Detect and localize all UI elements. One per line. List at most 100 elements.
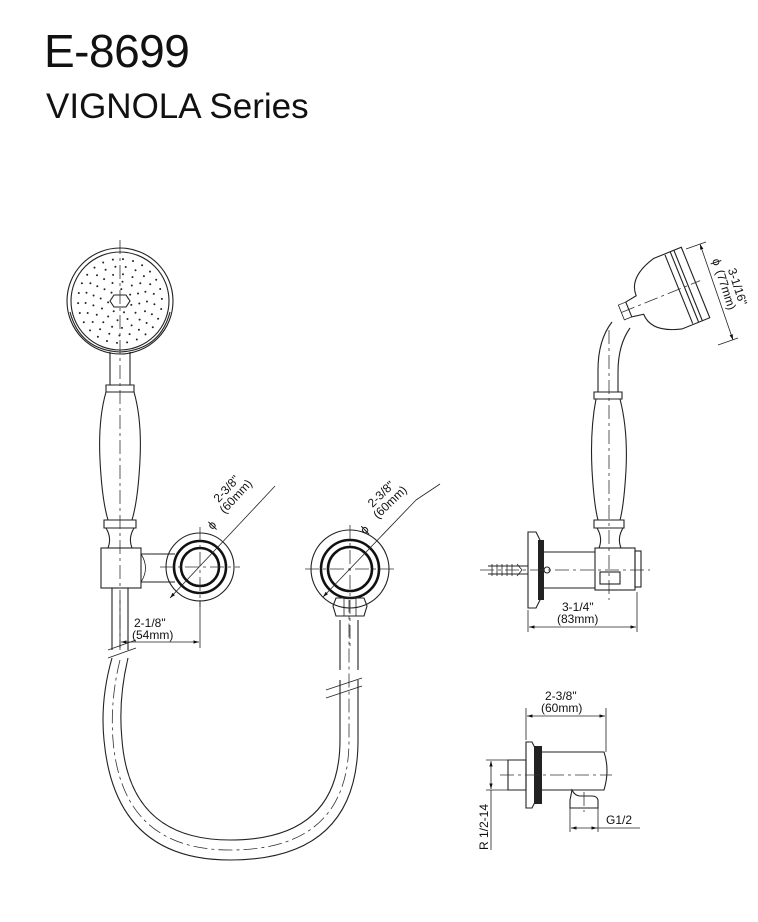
elbow-depth-metric: (60mm) — [541, 701, 582, 715]
spray-nozzle — [138, 302, 141, 305]
model-number: E-8699 — [44, 25, 190, 77]
spray-nozzle — [93, 266, 96, 269]
hand-shower-front-view — [66, 240, 363, 861]
spray-nozzle — [96, 274, 98, 277]
spray-nozzle — [144, 290, 147, 293]
spray-nozzle — [107, 315, 110, 318]
diameter-symbol: ϕ — [357, 522, 372, 537]
spray-nozzle — [144, 333, 147, 336]
holder-offset-metric: (54mm) — [132, 628, 173, 642]
spray-nozzle — [124, 266, 127, 268]
spray-nozzle — [153, 303, 156, 306]
spray-nozzle — [145, 322, 148, 324]
holder-depth-imperial: 3-1/4" — [562, 600, 594, 614]
spray-nozzle — [77, 302, 80, 305]
spray-nozzle — [102, 321, 105, 324]
spray-nozzle — [144, 310, 146, 313]
spray-nozzle — [157, 317, 160, 320]
diameter-symbol: ϕ — [709, 257, 724, 268]
spray-nozzle — [95, 313, 98, 316]
spray-nozzle — [112, 310, 115, 313]
spray-nozzle — [160, 297, 163, 300]
spray-nozzle — [85, 291, 88, 294]
spray-nozzle — [150, 313, 153, 316]
inlet-thread-dimension: R 1/2-14 — [477, 759, 508, 850]
spray-nozzle — [129, 293, 132, 296]
spray-nozzle — [116, 319, 119, 322]
spray-nozzle — [103, 288, 106, 291]
spray-nozzle — [135, 338, 138, 341]
spray-nozzle — [152, 292, 155, 295]
hand-shower-side-view — [480, 246, 711, 609]
holder-depth-metric: (83mm) — [557, 612, 598, 626]
holder-offset-dimension: 2-1/8" (54mm) — [119, 600, 201, 648]
spray-nozzle — [111, 258, 114, 261]
spray-nozzle — [123, 311, 125, 314]
spray-nozzle — [89, 282, 92, 285]
spray-nozzle — [86, 312, 89, 314]
spray-nozzle — [130, 284, 133, 287]
spray-nozzle — [96, 335, 99, 338]
spray-nozzle — [103, 278, 106, 281]
spray-nozzles — [77, 258, 163, 344]
spray-nozzle — [126, 341, 129, 344]
elbow-diameter-dimension: ϕ 2-3/8" (60mm) — [322, 478, 441, 598]
spray-nozzle — [78, 312, 81, 314]
spray-nozzle — [121, 326, 123, 329]
spray-nozzle — [102, 261, 105, 264]
spray-nozzle — [92, 304, 95, 307]
outlet-thread-label: G1/2 — [606, 813, 632, 827]
spray-nozzle — [120, 288, 123, 291]
spray-nozzle — [80, 282, 83, 285]
spray-nozzle — [111, 325, 114, 328]
spray-nozzle — [139, 282, 142, 285]
spray-nozzle — [137, 292, 139, 295]
spray-nozzle — [159, 288, 162, 290]
holder-offset-imperial: 2-1/8" — [134, 616, 166, 630]
spray-nozzle — [99, 297, 102, 300]
spray-nozzle — [132, 260, 134, 262]
spray-nozzle — [101, 307, 103, 310]
head-diameter-dimension: ϕ 3-1/16" (77mm) — [685, 241, 750, 346]
spray-nozzle — [107, 301, 110, 304]
series-name: VIGNOLA Series — [46, 87, 309, 126]
wall-elbow-front-view — [305, 525, 395, 650]
spray-nozzle — [116, 341, 118, 344]
spray-nozzle — [122, 273, 124, 276]
spray-nozzle — [92, 294, 95, 297]
spray-nozzle — [86, 273, 89, 276]
spray-nozzle — [106, 340, 108, 342]
spray-nozzle — [130, 303, 133, 306]
spray-nozzle — [82, 321, 85, 324]
outlet-thread-dimension: G1/2 — [569, 808, 640, 832]
spray-nozzle — [149, 270, 151, 273]
spray-nozzle — [151, 326, 154, 329]
spray-nozzle — [142, 275, 145, 278]
spray-nozzle — [131, 276, 134, 279]
spray-nozzle — [84, 302, 87, 304]
spray-nozzle — [134, 311, 137, 314]
spray-nozzle — [130, 324, 133, 327]
elbow-depth-imperial: 2-3/8" — [545, 689, 577, 703]
spray-nozzle — [138, 318, 141, 321]
spray-nozzle — [121, 280, 124, 283]
spray-nozzle — [96, 285, 99, 288]
spray-nozzle — [134, 269, 137, 272]
spray-nozzle — [114, 265, 117, 268]
spray-nozzle — [111, 282, 114, 284]
spray-nozzle — [112, 273, 115, 276]
spray-nozzle — [91, 321, 94, 323]
wall-elbow-side-view — [500, 741, 612, 812]
spray-nozzle — [108, 332, 111, 335]
spray-nozzle — [146, 300, 148, 303]
spray-nozzle — [128, 333, 131, 336]
spray-nozzle — [104, 268, 107, 271]
spray-nozzle — [137, 328, 140, 331]
spray-nozzle — [77, 292, 80, 294]
inlet-thread-label: R 1/2-14 — [477, 804, 491, 850]
spray-nozzle — [99, 328, 102, 331]
spray-nozzle — [141, 264, 144, 267]
spray-nozzle — [149, 283, 152, 286]
spray-nozzle — [160, 308, 163, 310]
